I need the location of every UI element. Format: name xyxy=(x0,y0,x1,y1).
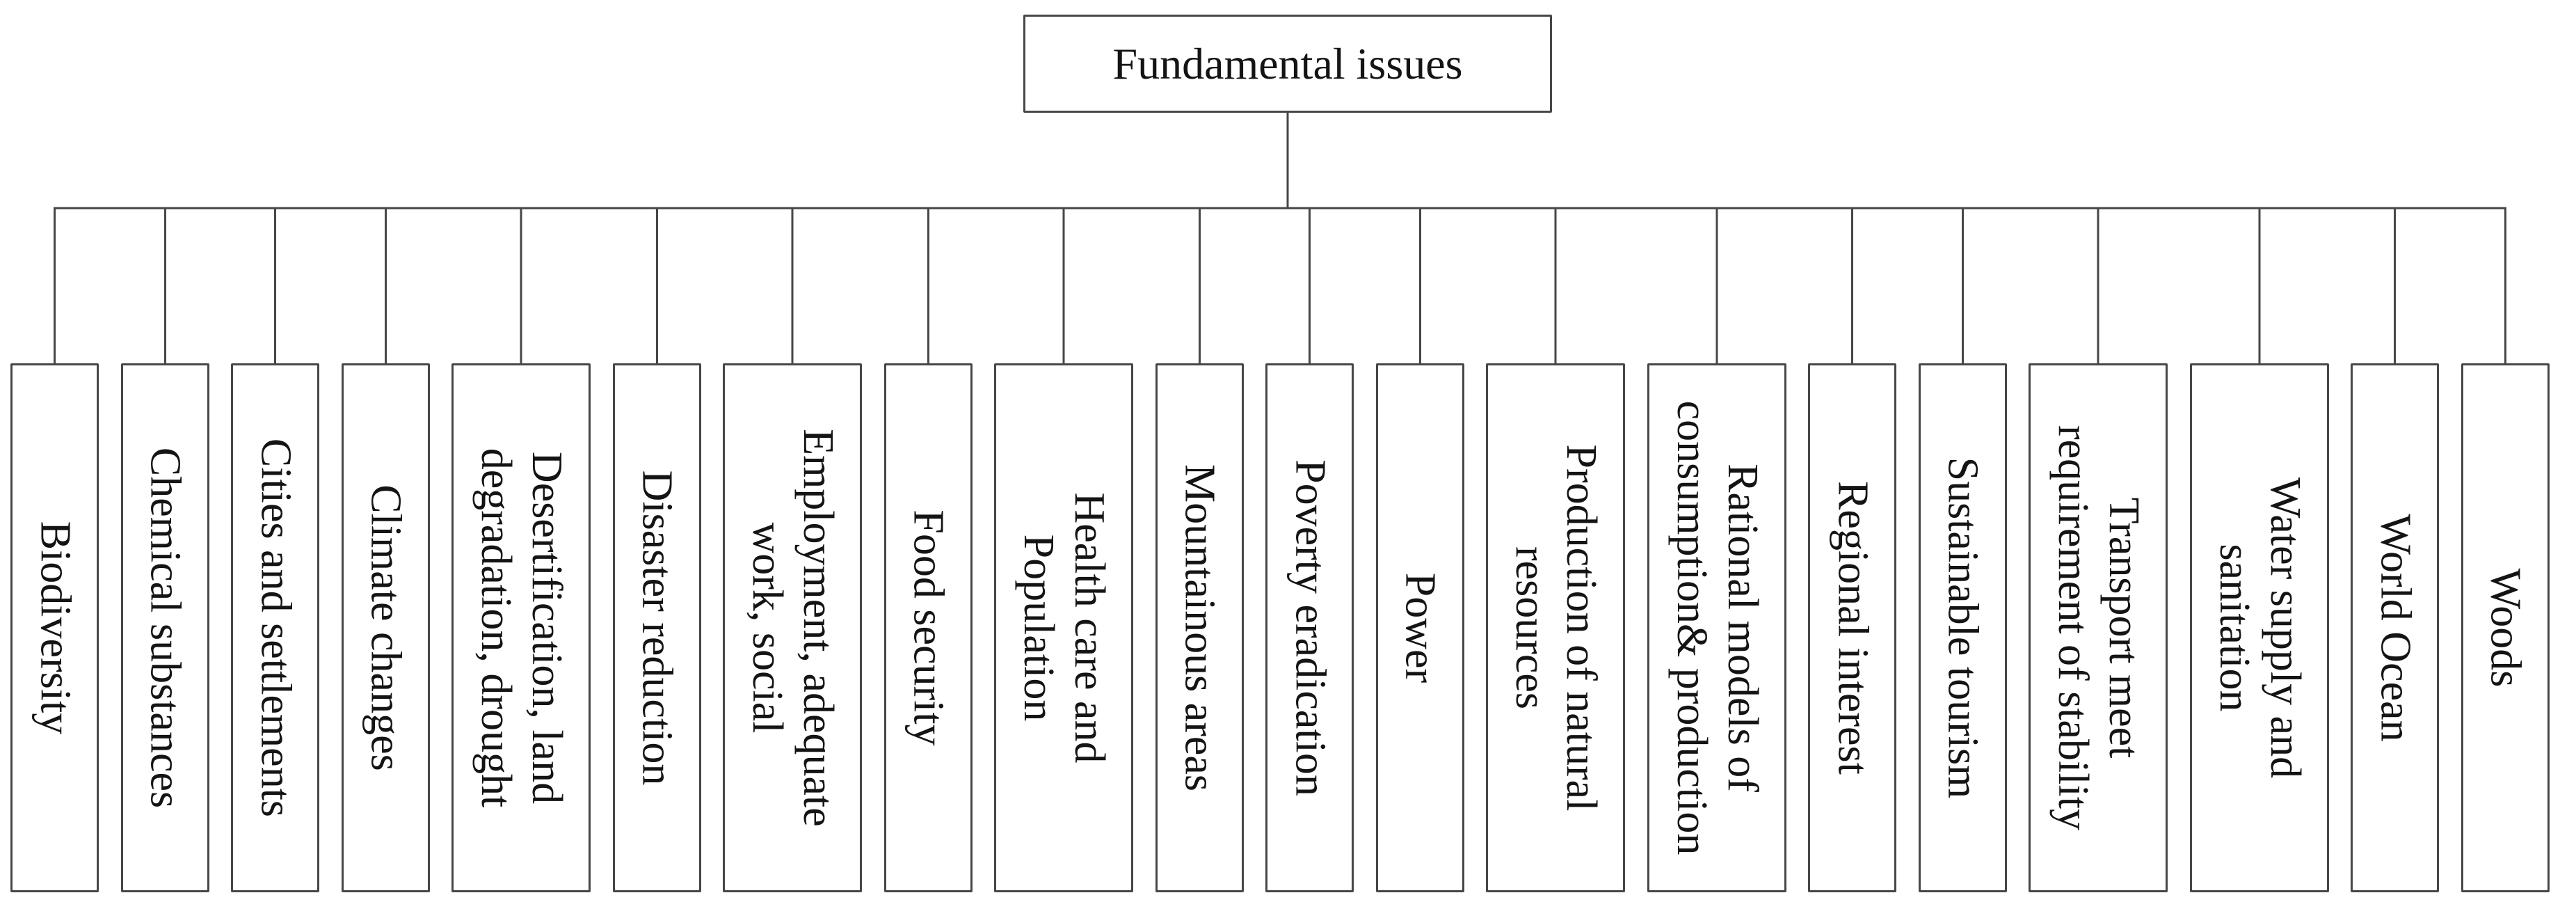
child-node-water-supply-and-sanitation: Water supply and sanitation xyxy=(2189,363,2329,892)
child-node-label: Regional interest xyxy=(1829,481,1877,775)
root-node-label: Fundamental issues xyxy=(1112,38,1463,88)
child-node-label: Mountainous areas xyxy=(1176,464,1224,792)
child-node-employment-adequate-work-social: Employment, adequate work, social xyxy=(723,363,863,892)
child-node-food-security: Food security xyxy=(883,363,973,892)
child-node-label: Cities and settlements xyxy=(252,438,300,818)
child-node-label: Sustainable tourism xyxy=(1939,457,1987,799)
child-node-label: Rational models of consumption& producti… xyxy=(1667,400,1766,855)
child-node-label: Chemical substances xyxy=(141,447,189,809)
child-node-label: Production of natural resources xyxy=(1507,444,1606,812)
child-node-label: Food security xyxy=(904,509,952,746)
child-node-label: Employment, adequate work, social xyxy=(744,429,842,827)
child-node-disaster-reduction: Disaster reduction xyxy=(612,363,701,892)
child-node-climate-changes: Climate changes xyxy=(341,363,430,892)
child-node-chemical-substances: Chemical substances xyxy=(120,363,209,892)
child-node-rational-models-of-consumption-productio: Rational models of consumption& producti… xyxy=(1647,363,1786,892)
root-node: Fundamental issues xyxy=(1023,15,1552,113)
child-node-desertification-land-degradation-drought: Desertification, land degradation, droug… xyxy=(451,363,591,892)
child-node-woods: Woods xyxy=(2461,363,2550,892)
child-node-sustainable-tourism: Sustainable tourism xyxy=(1918,363,2007,892)
child-node-cities-and-settlements: Cities and settlements xyxy=(231,363,320,892)
child-node-power: Power xyxy=(1375,363,1464,892)
child-node-health-care-and-population: Health care and Population xyxy=(994,363,1134,892)
child-node-label: Water supply and sanitation xyxy=(2210,477,2309,779)
child-node-label: Power xyxy=(1396,572,1444,683)
child-node-biodiversity: Biodiversity xyxy=(10,363,99,892)
child-node-label: Woods xyxy=(2481,568,2529,688)
child-node-label: Poverty eradication xyxy=(1286,459,1334,796)
child-node-label: Biodiversity xyxy=(31,521,79,735)
child-node-label: World Ocean xyxy=(2371,514,2419,742)
child-node-row: Biodiversity Chemical substances Cities … xyxy=(10,363,2550,892)
child-node-label: Climate changes xyxy=(362,484,410,771)
child-node-world-ocean: World Ocean xyxy=(2351,363,2440,892)
child-node-regional-interest: Regional interest xyxy=(1808,363,1897,892)
child-node-label: Disaster reduction xyxy=(633,470,681,786)
child-node-transport-meet-requirement-of-stability: Transport meet requirement of stability xyxy=(2029,363,2168,892)
child-node-production-of-natural-resources: Production of natural resources xyxy=(1486,363,1626,892)
child-node-label: Transport meet requirement of stability xyxy=(2049,425,2148,830)
child-node-mountainous-areas: Mountainous areas xyxy=(1155,363,1244,892)
child-node-label: Health care and Population xyxy=(1015,492,1114,764)
child-node-label: Desertification, land degradation, droug… xyxy=(472,448,571,808)
child-node-poverty-eradication: Poverty eradication xyxy=(1265,363,1354,892)
